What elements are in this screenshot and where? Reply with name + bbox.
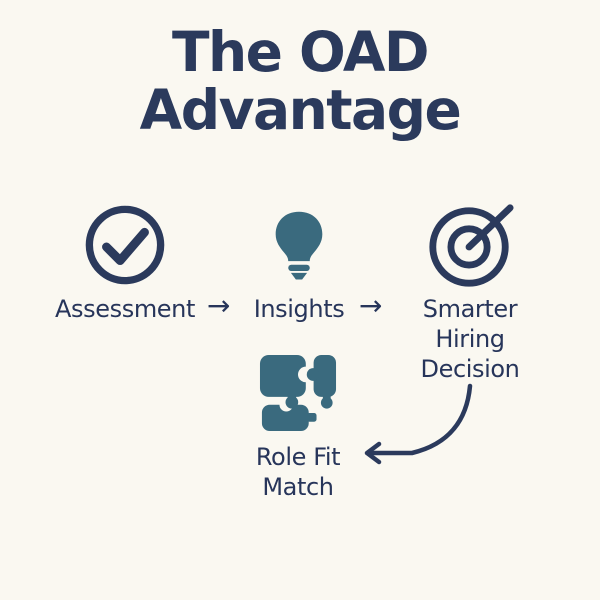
- step-label-assessment: Assessment: [55, 295, 195, 323]
- right-arrow-icon: →: [207, 289, 231, 322]
- flow-step-smarter-hiring-decision: Smarter Hiring Decision: [408, 200, 532, 384]
- right-arrow-icon: →: [359, 289, 383, 322]
- lightbulb-icon: [272, 200, 326, 290]
- puzzle-icon: [259, 354, 337, 436]
- outcome-label-role-fit-match: Role Fit Match: [255, 443, 341, 501]
- flow-step-assessment: Assessment: [30, 200, 220, 324]
- target-icon: [424, 200, 516, 290]
- title-line-2: Advantage: [139, 77, 462, 142]
- curved-left-arrow-icon: [364, 383, 473, 465]
- outcome-role-fit-match: Role Fit Match: [242, 354, 354, 502]
- step-label-insights: Insights: [253, 295, 345, 323]
- flow-step-insights: Insights: [246, 200, 352, 324]
- check-circle-icon: [84, 200, 166, 290]
- title-line-1: The OAD: [171, 20, 430, 84]
- step-label-smarter-hiring-decision: Smarter Hiring Decision: [420, 295, 520, 383]
